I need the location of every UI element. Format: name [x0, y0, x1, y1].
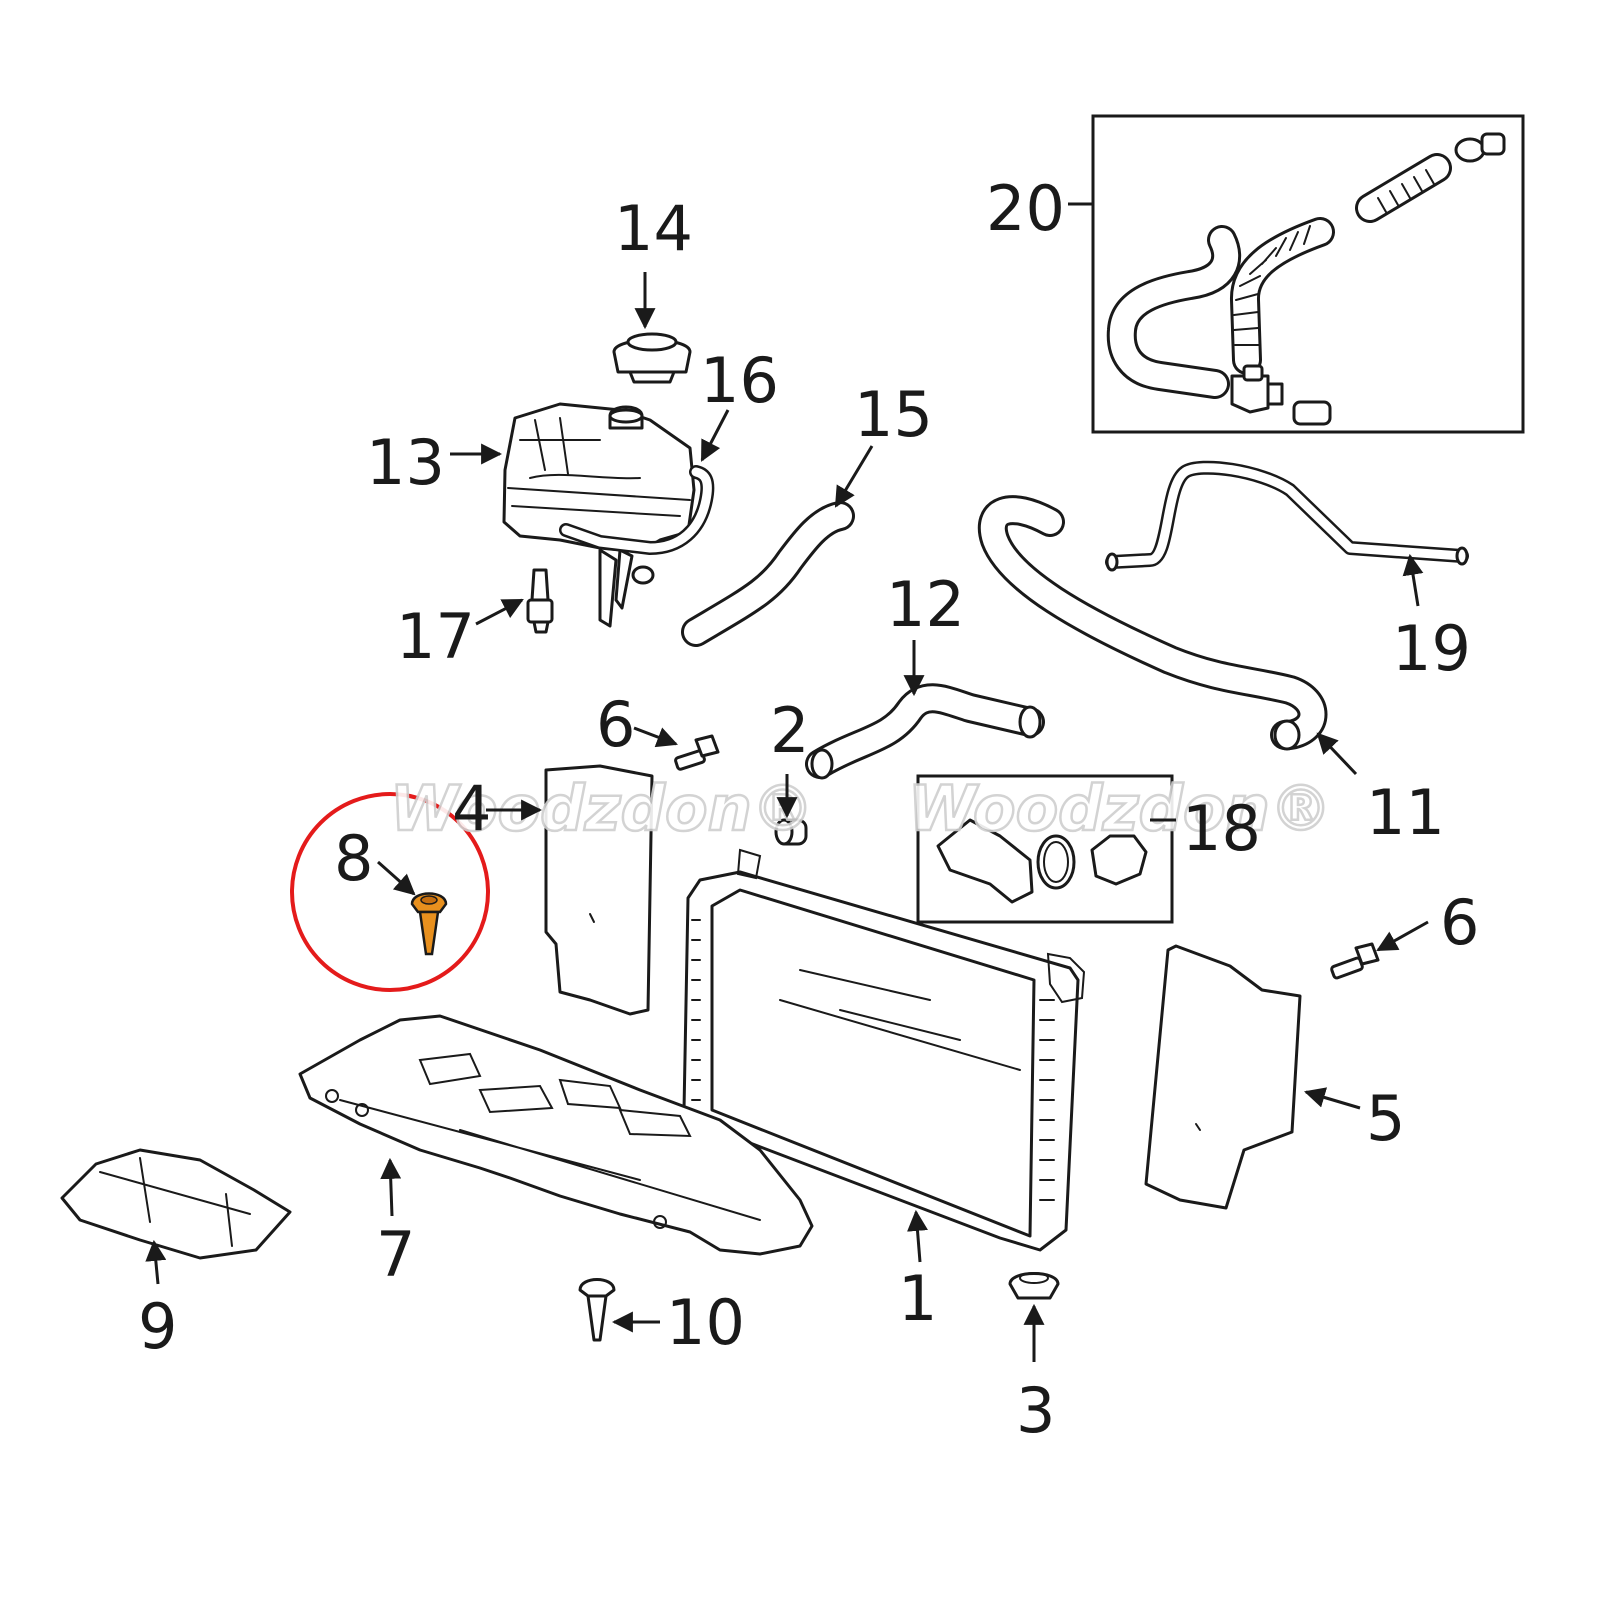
leader-9 — [145, 1239, 167, 1285]
leader-11 — [1316, 732, 1358, 776]
callout-9: 9 — [138, 1290, 177, 1363]
reservoir-cap — [612, 332, 692, 384]
lower-radiator-hose — [977, 495, 1328, 751]
callout-7: 7 — [376, 1218, 415, 1291]
reservoir-inlet-hose — [681, 501, 855, 647]
callout-16: 16 — [700, 344, 779, 417]
callout-14: 14 — [614, 192, 693, 265]
callout-8: 8 — [334, 822, 373, 895]
highlight-circle — [290, 792, 490, 992]
bolt-upper-left — [674, 734, 720, 771]
radiator-bushing — [774, 818, 808, 846]
callout-12: 12 — [886, 568, 965, 641]
callout-4: 4 — [452, 772, 491, 845]
leader-17 — [475, 598, 524, 626]
callout-19: 19 — [1392, 612, 1471, 685]
thermostat — [1090, 834, 1148, 886]
air-deflector-panel — [60, 1148, 292, 1260]
kit-clamp — [1454, 132, 1506, 163]
callout-20: 20 — [986, 172, 1065, 245]
callout-2: 2 — [770, 694, 809, 767]
inset-frame — [1091, 114, 1525, 434]
thermostat-inset — [916, 774, 1174, 924]
reservoir-overflow-hose — [559, 465, 715, 555]
leader-7 — [380, 1157, 402, 1217]
callout-18: 18 — [1182, 792, 1261, 865]
coolant-reservoir — [502, 402, 696, 628]
kit-connector — [1292, 400, 1332, 426]
upper-radiator-hose — [805, 683, 1045, 780]
leader-8 — [377, 860, 416, 896]
callout-labels: 20 14 16 15 13 17 12 19 6 2 11 4 18 8 6 … — [138, 172, 1479, 1447]
leader-1 — [907, 1209, 928, 1263]
callout-17: 17 — [396, 600, 475, 673]
leader-6a — [633, 726, 678, 748]
bolt-right — [1330, 942, 1380, 980]
coolant-pipe — [1105, 460, 1469, 572]
leader-arrows — [145, 202, 1429, 1362]
highlighted-push-pin — [410, 892, 448, 956]
kit-hose-spring-wrapped — [1230, 217, 1335, 375]
level-sensor — [526, 568, 554, 634]
watermark-left: Woodzdon® — [390, 772, 814, 845]
leader-15 — [834, 445, 874, 508]
kit-hose-short — [1355, 153, 1452, 223]
leader-6b — [1376, 920, 1429, 952]
thermostat-inset-frame — [916, 774, 1174, 924]
radiator-mount-grommet — [1008, 1272, 1060, 1300]
callout-13: 13 — [366, 426, 445, 499]
thermostat-housing — [936, 818, 1034, 904]
callout-15: 15 — [854, 378, 933, 451]
callout-1: 1 — [898, 1262, 937, 1335]
callout-6-right: 6 — [1440, 886, 1479, 959]
hose-kit-inset — [1091, 114, 1525, 434]
callout-11: 11 — [1366, 776, 1445, 849]
leader-16 — [700, 409, 730, 462]
lower-air-deflector — [298, 1014, 814, 1256]
push-pin-retainer — [578, 1278, 616, 1342]
kit-hose-left — [1106, 225, 1242, 399]
callout-5: 5 — [1366, 1082, 1405, 1155]
leader-19 — [1402, 553, 1424, 607]
callout-6-upper: 6 — [596, 688, 635, 761]
kit-tee-fitting — [1230, 364, 1284, 414]
right-air-baffle — [1144, 944, 1302, 1210]
callout-3: 3 — [1016, 1374, 1055, 1447]
leader-5 — [1303, 1087, 1361, 1110]
watermark-right: Woodzdon® — [908, 772, 1332, 845]
callout-10: 10 — [666, 1286, 745, 1359]
left-air-baffle — [544, 764, 654, 1016]
